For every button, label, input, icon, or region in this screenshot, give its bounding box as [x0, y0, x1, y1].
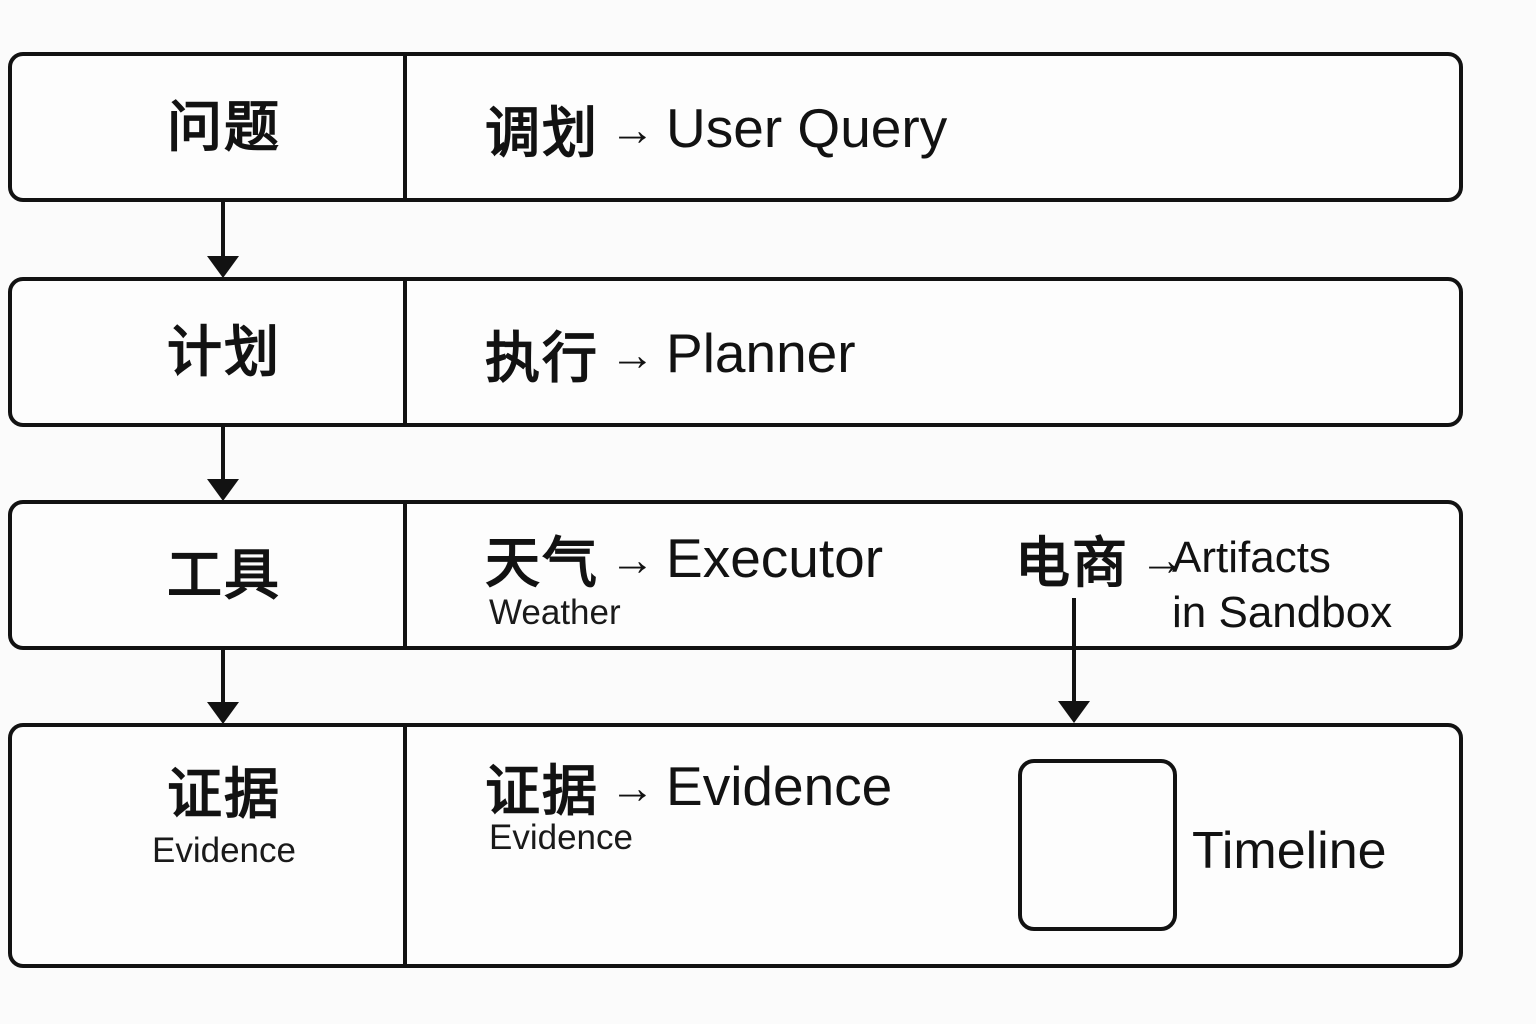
mapping-user-query-target: User Query: [666, 97, 948, 159]
mapping-evidence: 证据 → Evidence: [485, 755, 893, 822]
row-evidence: 证据 Evidence 证据 → Evidence Evidence Timel…: [8, 723, 1463, 968]
right-arrow-glyph: →: [610, 329, 656, 380]
mapping-executor: 天气 → Executor: [485, 527, 884, 594]
arrow-ecommerce-to-timeline-stem: [1072, 598, 1076, 702]
row-evidence-label: 证据: [166, 763, 281, 826]
row-plan-divider: [403, 281, 407, 423]
row-tools-label: 工具: [166, 543, 281, 606]
mapping-planner-target: Planner: [666, 322, 856, 384]
timeline-label: Timeline: [1192, 822, 1387, 880]
row-evidence-label-subtitle: Evidence: [152, 830, 296, 870]
mapping-artifacts: 电商 →: [1015, 528, 1196, 594]
timeline-placeholder-box: [1018, 759, 1177, 931]
mapping-user-query: 调划 → User Query: [485, 97, 948, 164]
row-tools-label-cell: 工具: [12, 504, 403, 646]
arrow-problem-to-plan-head-icon: [207, 256, 239, 278]
row-evidence-divider: [403, 727, 407, 964]
arrow-plan-to-tools-head-icon: [207, 479, 239, 501]
right-arrow-glyph: →: [610, 534, 656, 585]
mapping-user-query-source: 调划: [485, 102, 600, 164]
arrow-tools-to-evidence-stem: [221, 650, 225, 703]
mapping-executor-target: Executor: [666, 527, 884, 589]
mapping-planner-source: 执行: [485, 327, 600, 389]
mapping-evidence-subtitle: Evidence: [489, 817, 633, 857]
right-arrow-glyph: →: [1140, 534, 1186, 585]
row-evidence-label-cell: 证据 Evidence: [12, 727, 403, 964]
mapping-artifacts-target-line1: Artifacts: [1172, 533, 1331, 582]
mapping-evidence-target: Evidence: [666, 755, 893, 817]
arrow-plan-to-tools-stem: [221, 427, 225, 480]
row-problem-divider: [403, 56, 407, 198]
mapping-executor-subtitle: Weather: [489, 592, 621, 632]
mapping-artifacts-target: Artifacts in Sandbox: [1172, 530, 1392, 640]
arrow-ecommerce-to-timeline-head-icon: [1058, 701, 1090, 723]
mapping-executor-source: 天气: [485, 532, 600, 594]
right-arrow-glyph: →: [610, 104, 656, 155]
arrow-problem-to-plan-stem: [221, 202, 225, 258]
row-plan-label: 计划: [166, 320, 281, 383]
row-plan: 计划 执行 → Planner: [8, 277, 1463, 427]
row-problem: 问题 调划 → User Query: [8, 52, 1463, 202]
row-problem-label: 问题: [166, 95, 281, 158]
row-tools-divider: [403, 504, 407, 646]
right-arrow-glyph: →: [610, 762, 656, 813]
mapping-evidence-source: 证据: [485, 760, 600, 822]
mapping-artifacts-target-line2: in Sandbox: [1172, 588, 1393, 637]
mapping-planner: 执行 → Planner: [485, 322, 856, 389]
row-problem-label-cell: 问题: [12, 56, 403, 198]
row-plan-label-cell: 计划: [12, 281, 403, 423]
row-tools: 工具 天气 → Executor Weather 电商 → Artifacts …: [8, 500, 1463, 650]
arrow-tools-to-evidence-head-icon: [207, 702, 239, 724]
mapping-artifacts-source: 电商: [1015, 532, 1130, 594]
